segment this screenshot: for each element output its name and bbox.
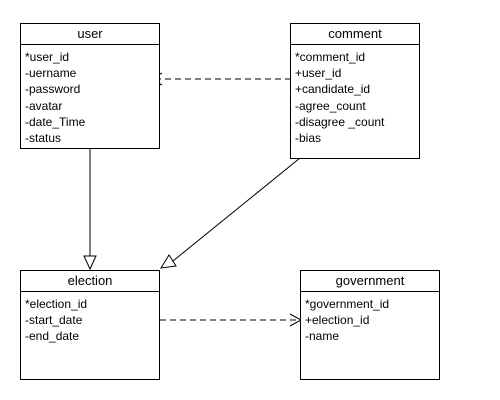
edge-comment-to-election <box>172 157 301 262</box>
entity-title: user <box>21 24 159 45</box>
attribute: -end_date <box>25 329 80 344</box>
arrowhead-triangle-election-top <box>83 255 97 271</box>
attribute: -date_Time <box>25 114 86 129</box>
attribute: *user_id <box>25 50 70 64</box>
attribute: +election_id <box>305 313 370 328</box>
attribute: -bias <box>295 131 322 146</box>
attribute: -name <box>305 329 340 344</box>
attribute: -start_date <box>25 313 83 328</box>
entity-title: election <box>21 271 159 292</box>
entity-user[interactable]: user *user_id -uername -password -avatar… <box>20 23 160 149</box>
entity-government[interactable]: government *government_id +election_id -… <box>300 270 440 380</box>
attribute-list: *election_id -start_date -end_date <box>21 292 159 345</box>
entity-title: comment <box>291 24 419 45</box>
entity-title: government <box>301 271 439 292</box>
attribute: *comment_id <box>295 50 366 64</box>
attribute: *government_id <box>305 297 390 311</box>
attribute-list: *government_id +election_id -name <box>301 292 439 345</box>
attribute: -avatar <box>25 98 63 113</box>
attribute-list: *user_id -uername -password -avatar -dat… <box>21 45 159 146</box>
entity-election[interactable]: election *election_id -start_date -end_d… <box>20 270 160 380</box>
attribute: -agree_count <box>295 98 366 113</box>
attribute: *election_id <box>25 297 88 311</box>
attribute: -uername <box>25 66 77 81</box>
arrowhead-triangle-election-side <box>160 254 177 269</box>
attribute: +user_id <box>295 66 342 81</box>
entity-comment[interactable]: comment *comment_id +user_id +candidate_… <box>290 23 420 159</box>
attribute: +candidate_id <box>295 82 371 97</box>
attribute: -status <box>25 131 62 146</box>
attribute-list: *comment_id +user_id +candidate_id -agre… <box>291 45 419 146</box>
attribute: -disagree _count <box>295 114 385 129</box>
attribute: -password <box>25 82 81 97</box>
